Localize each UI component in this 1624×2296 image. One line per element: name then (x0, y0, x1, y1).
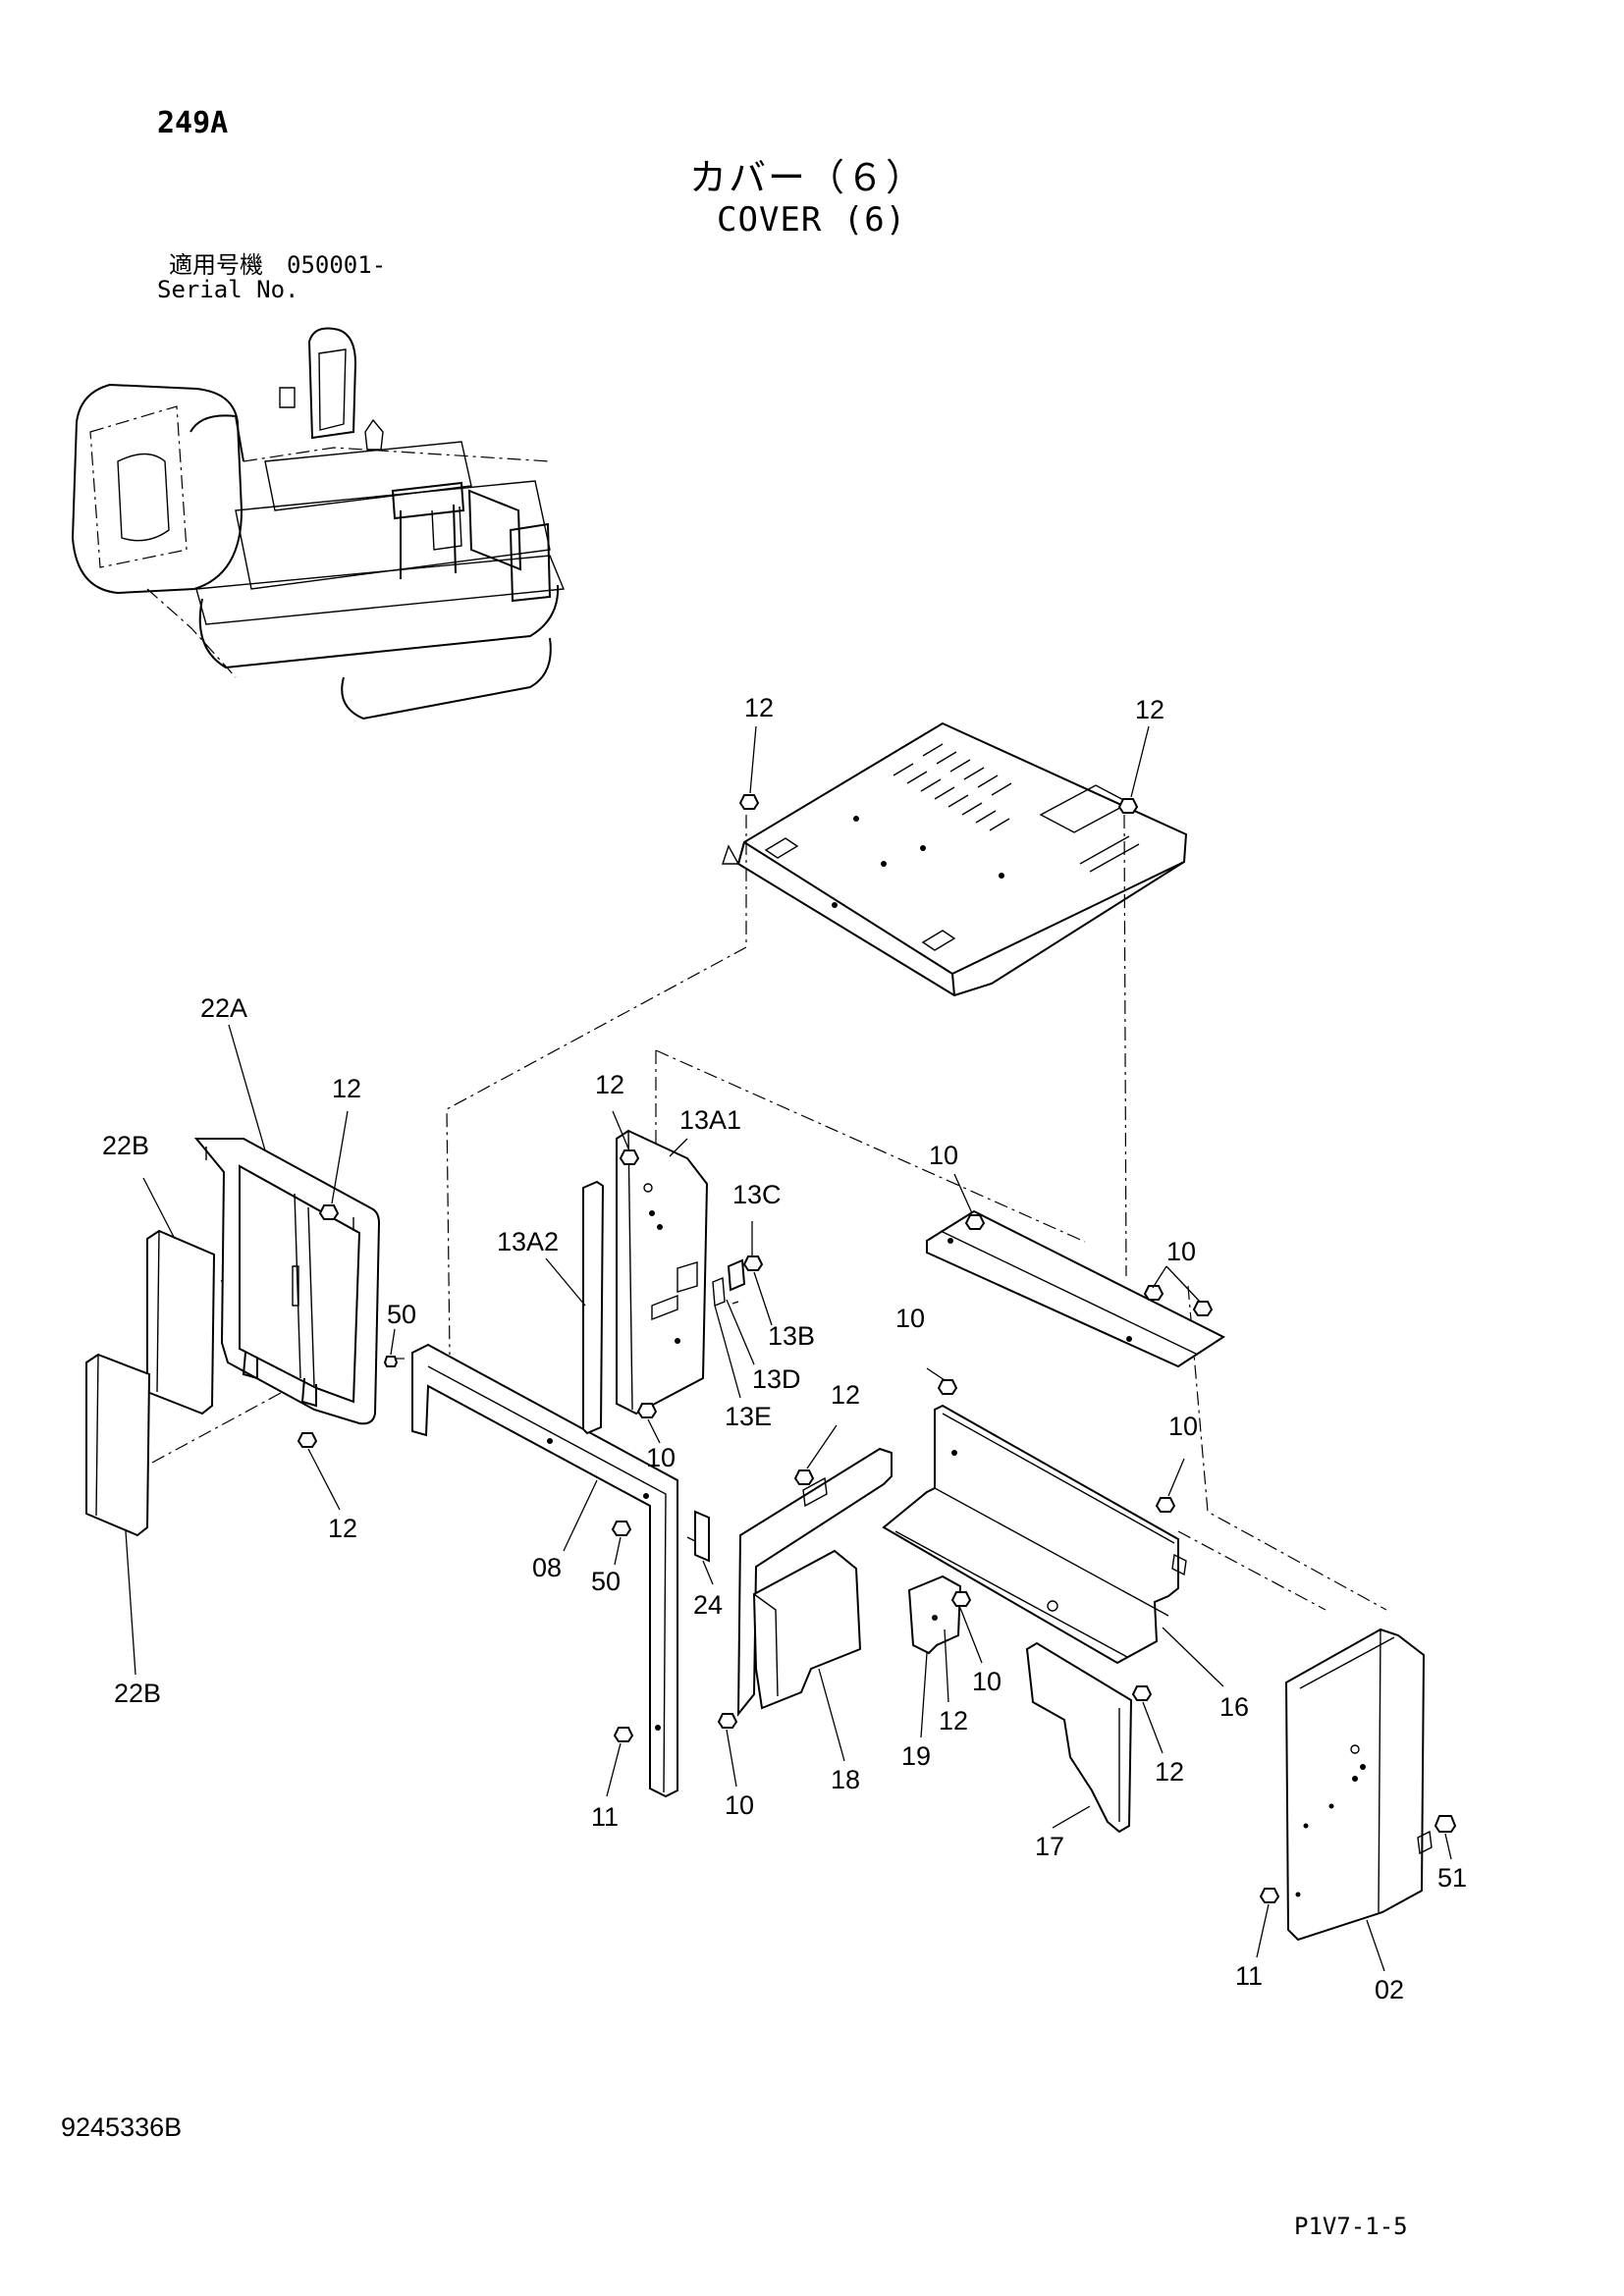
callout-12-cover: 12 (831, 1380, 860, 1410)
callout-13a1: 13A1 (679, 1105, 741, 1135)
callout-12-cover-17: 12 (1155, 1757, 1184, 1787)
callout-02: 02 (1375, 1975, 1404, 2004)
vent-slots (893, 743, 1012, 831)
callout-13e: 13E (725, 1402, 772, 1431)
callout-19: 19 (901, 1741, 931, 1771)
callout-22a: 22A (200, 993, 247, 1023)
pad-22b-lower (85, 1353, 151, 1537)
pad-22b-upper (146, 1229, 216, 1415)
callout-22b-upper: 22B (102, 1131, 149, 1160)
frame-08 (411, 1343, 678, 1798)
bracket-24 (686, 1510, 710, 1563)
serial-label-japanese: 適用号機 050001- (169, 251, 387, 279)
callout-10-pair: 10 (1166, 1237, 1196, 1266)
callout-22b-lower: 22B (114, 1679, 161, 1708)
callout-12-top-left: 12 (744, 693, 774, 722)
callout-12-bracket-19: 12 (939, 1706, 968, 1735)
callout-labels: 12 12 22A 12 22B 22B 50 12 12 13A1 13A2 … (102, 693, 1467, 2004)
cover-18 (736, 1447, 893, 1717)
callout-17: 17 (1035, 1832, 1064, 1861)
plate-13a1 (616, 1129, 709, 1415)
callout-10-bottom: 10 (725, 1790, 754, 1820)
cover-17 (1025, 1641, 1133, 1834)
callout-13d: 13D (752, 1364, 801, 1394)
callout-12-frame-top: 12 (332, 1074, 361, 1103)
plate-13a2 (582, 1180, 605, 1435)
callout-50-left: 50 (387, 1300, 416, 1329)
callout-13c: 13C (732, 1180, 782, 1209)
bolt-symbols (297, 794, 1457, 1903)
bracket-plate (926, 1209, 1226, 1368)
page-code: 249A (157, 106, 229, 140)
callout-08: 08 (532, 1553, 562, 1582)
callout-12-frame-bottom: 12 (328, 1514, 357, 1543)
document-number: 9245336B (61, 2112, 183, 2142)
frame-22a (193, 1138, 381, 1425)
callout-10-cover: 10 (895, 1304, 925, 1333)
callout-10-right: 10 (1168, 1412, 1198, 1441)
side-cover-02 (1284, 1628, 1433, 1942)
callout-50-mid: 50 (591, 1567, 621, 1596)
callout-12-top-right: 12 (1135, 695, 1164, 724)
callout-16: 16 (1219, 1692, 1249, 1722)
machine-overview-inset (71, 327, 566, 721)
bracket-19 (907, 1575, 962, 1655)
serial-label-english: Serial No. (157, 276, 299, 303)
callout-13b: 13B (768, 1321, 815, 1351)
top-cover-plate (722, 721, 1188, 997)
title-english: COVER (6) (717, 200, 907, 240)
page-reference: P1V7-1-5 (1294, 2213, 1408, 2240)
title-japanese: カバー（６） (689, 156, 926, 199)
leader-lines (125, 725, 1452, 1972)
callout-12-plate: 12 (595, 1070, 624, 1099)
callout-13a2: 13A2 (497, 1227, 559, 1256)
cover-16 (882, 1404, 1187, 1665)
callout-10-bracket-19: 10 (972, 1667, 1001, 1696)
callout-11-left: 11 (591, 1802, 619, 1832)
callout-18: 18 (831, 1765, 860, 1794)
callout-10-bracket: 10 (929, 1141, 958, 1170)
callout-51: 51 (1437, 1863, 1467, 1893)
callout-24: 24 (693, 1590, 723, 1620)
callout-11-right: 11 (1235, 1961, 1263, 1991)
callout-10-plate: 10 (646, 1443, 676, 1472)
clips-13b-13d-13e (712, 1258, 746, 1308)
